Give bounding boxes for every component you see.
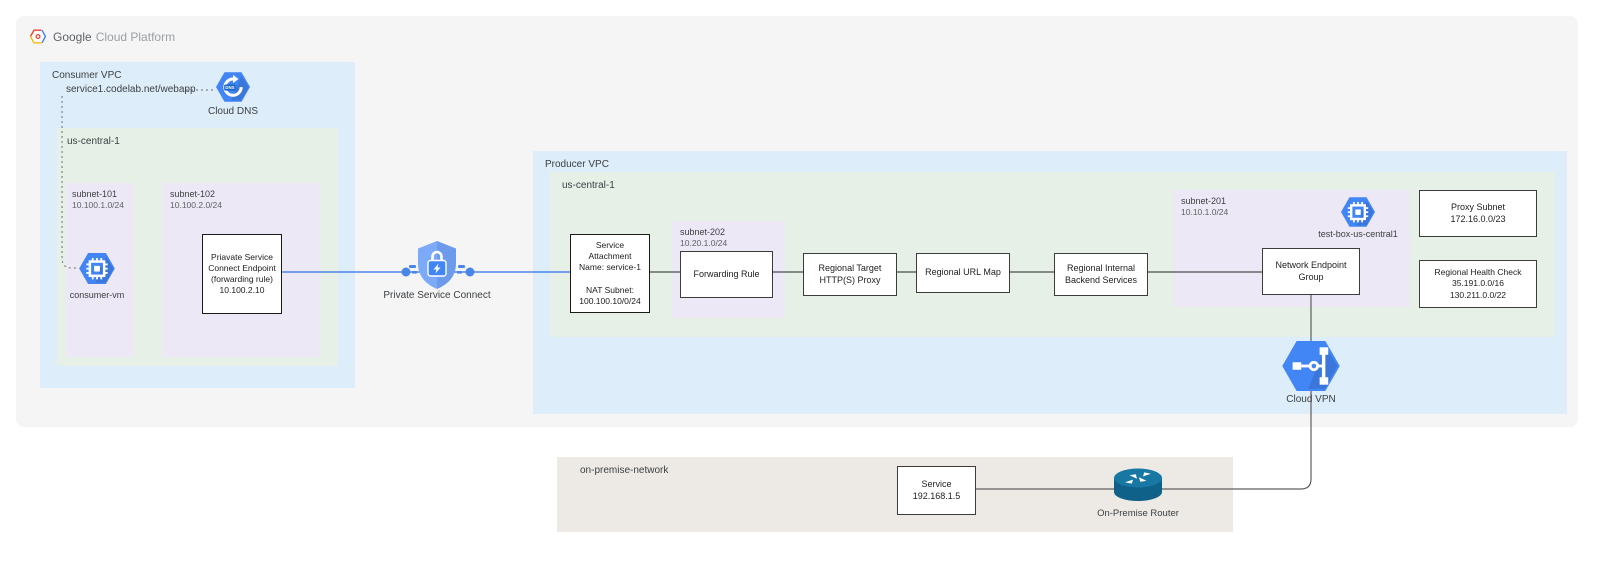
backend-services-label: Regional Internal Backend Services xyxy=(1064,262,1138,285)
cloud-vpn-label: Cloud VPN xyxy=(1286,394,1336,405)
proxy-subnet-box: Proxy Subnet 172.16.0.0/23 xyxy=(1419,190,1537,237)
consumer-vpc-label: Consumer VPC xyxy=(52,70,122,81)
cloud-vpn-icon xyxy=(1282,341,1340,391)
on-premise-label: on-premise-network xyxy=(580,465,669,476)
gcp-logo: Google Cloud Platform xyxy=(30,29,175,44)
health-check-text: Regional Health Check 35.191.0.0/16 130.… xyxy=(1434,267,1522,300)
onprem-service-box: Service 192.168.1.5 xyxy=(897,466,976,515)
on-premise-router-label: On-Premise Router xyxy=(1097,508,1179,519)
target-proxy-box: Regional Target HTTP(S) Proxy xyxy=(803,253,897,296)
url-map-label: Regional URL Map xyxy=(925,267,1001,278)
producer-vpc-label: Producer VPC xyxy=(545,159,609,170)
on-premise-router-icon xyxy=(1112,466,1164,506)
subnet-102-name: subnet-102 xyxy=(170,189,216,199)
psc-endpoint-text: Priavate Service Connect Endpoint (forwa… xyxy=(208,251,276,296)
service-attachment-text: Service Attachment Name: service-1 NAT S… xyxy=(579,240,641,306)
proxy-subnet-text: Proxy Subnet 172.16.0.0/23 xyxy=(1450,201,1506,224)
subnet-201-name: subnet-201 xyxy=(1181,196,1227,206)
gcp-logo-icon xyxy=(30,29,46,44)
consumer-region-label: us-central-1 xyxy=(67,136,120,147)
consumer-vm-icon xyxy=(79,253,115,284)
service-attachment-box: Service Attachment Name: service-1 NAT S… xyxy=(570,234,650,313)
subnet-102-cidr: 10.100.2.0/24 xyxy=(170,200,222,210)
subnet-101-cidr: 10.100.1.0/24 xyxy=(72,200,124,210)
subnet-202-name: subnet-202 xyxy=(680,227,726,237)
producer-region-label: us-central-1 xyxy=(562,180,615,191)
psc-endpoint-box: Priavate Service Connect Endpoint (forwa… xyxy=(202,234,282,314)
target-proxy-label: Regional Target HTTP(S) Proxy xyxy=(818,262,882,285)
forwarding-rule-box: Forwarding Rule xyxy=(680,251,773,298)
cloud-dns-label: Cloud DNS xyxy=(207,106,259,117)
subnet-101-name: subnet-101 xyxy=(72,189,118,199)
cloud-dns-icon: DNS xyxy=(216,72,250,102)
consumer-vm-label: consumer-vm xyxy=(69,290,125,300)
dns-record-text: service1.codelab.net/webapp xyxy=(66,84,196,95)
svg-text:DNS: DNS xyxy=(225,85,234,90)
subnet-201-cidr: 10.10.1.0/24 xyxy=(1181,207,1229,217)
gcp-logo-product: Cloud Platform xyxy=(95,29,176,44)
forwarding-rule-label: Forwarding Rule xyxy=(693,268,760,279)
health-check-box: Regional Health Check 35.191.0.0/16 130.… xyxy=(1419,260,1537,308)
gcp-logo-brand: Google xyxy=(53,29,92,44)
network-endpoint-group-label: Network Endpoint Group xyxy=(1275,259,1347,282)
onprem-service-text: Service 192.168.1.5 xyxy=(912,478,961,501)
subnet-202-cidr: 10.20.1.0/24 xyxy=(680,238,728,248)
private-service-connect-icon xyxy=(409,240,465,290)
test-box-icon xyxy=(1341,197,1375,227)
test-box-label: test-box-us-central1 xyxy=(1318,229,1398,239)
url-map-box: Regional URL Map xyxy=(916,253,1010,293)
network-endpoint-group-box: Network Endpoint Group xyxy=(1262,248,1360,295)
backend-services-box: Regional Internal Backend Services xyxy=(1054,253,1148,296)
private-service-connect-label: Private Service Connect xyxy=(383,290,491,301)
